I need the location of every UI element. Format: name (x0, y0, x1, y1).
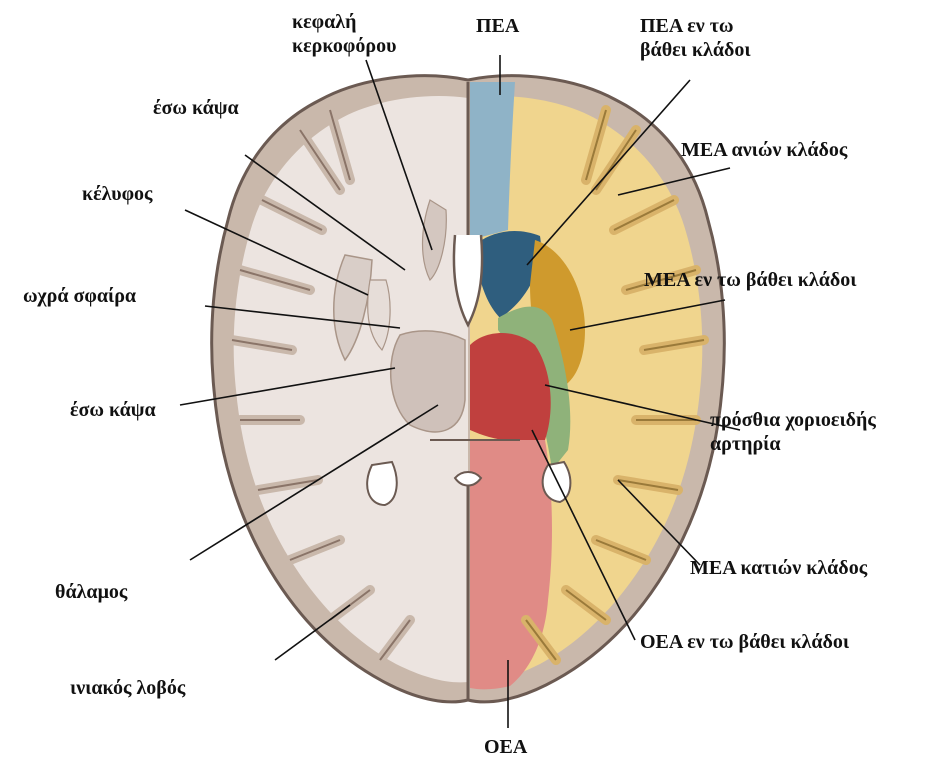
label-oea-deep: ΟΕΑ εν τω βάθει κλάδοι (640, 630, 849, 654)
label-caudate-head: κεφαλή κερκοφόρου (292, 10, 396, 58)
pineal-region (455, 472, 481, 486)
left-thalamus (391, 331, 465, 432)
right-ventricle-horn (543, 462, 571, 502)
label-internal-capsule-top: έσω κάψα (153, 96, 239, 120)
label-occipital-lobe: ινιακός λοβός (70, 676, 185, 700)
label-mea-ascending: ΜΕΑ ανιών κλάδος (681, 138, 847, 162)
label-putamen: κέλυφος (82, 182, 153, 206)
label-mea-deep: ΜΕΑ εν τω βάθει κλάδοι (644, 268, 856, 292)
label-internal-capsule-mid: έσω κάψα (70, 398, 156, 422)
label-pea-deep: ΠΕΑ εν τω βάθει κλάδοι (640, 14, 751, 62)
label-globus-pallidus: ωχρά σφαίρα (23, 284, 136, 308)
label-thalamus: θάλαμος (55, 580, 127, 604)
label-anterior-choroidal: πρόσθια χοριοειδής αρτηρία (710, 408, 876, 456)
label-mea-descending: ΜΕΑ κατιών κλάδος (690, 556, 867, 580)
label-pea: ΠΕΑ (476, 14, 519, 38)
pea-territory (470, 82, 515, 240)
label-oea: ΟΕΑ (484, 735, 527, 759)
left-ventricle-horn (367, 462, 397, 505)
